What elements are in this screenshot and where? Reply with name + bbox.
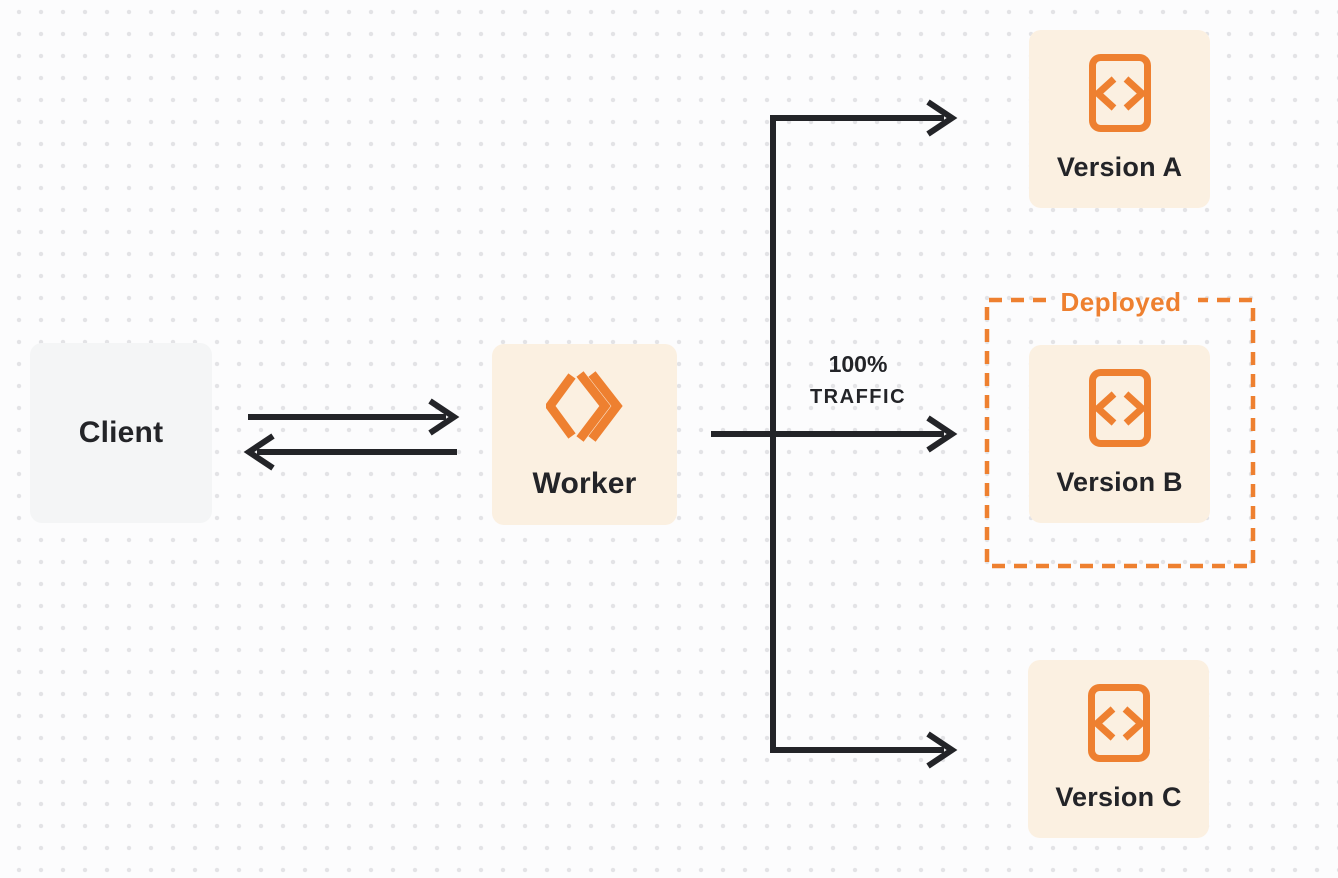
traffic-annotation: 100% TRAFFIC xyxy=(778,351,938,410)
worker-node: Worker xyxy=(492,344,677,525)
deployed-badge-label: Deployed xyxy=(1060,287,1182,317)
version-a-node: Version A xyxy=(1029,30,1210,208)
worker-to-client-arrow xyxy=(243,433,457,471)
code-file-icon xyxy=(1087,684,1150,762)
worker-to-version-b-arrow xyxy=(711,415,958,453)
version-c-label: Version C xyxy=(1055,782,1182,812)
client-label: Client xyxy=(78,416,164,449)
client-node: Client xyxy=(30,343,212,523)
branch-to-version-a-arrow xyxy=(770,99,958,137)
worker-label: Worker xyxy=(532,467,637,500)
deployed-dashed-border xyxy=(984,297,1256,569)
traffic-word-text: TRAFFIC xyxy=(809,386,907,408)
client-to-worker-arrow xyxy=(248,398,460,436)
code-file-icon xyxy=(1088,369,1151,447)
worker-double-chevron-icon xyxy=(545,371,623,442)
version-b-label: Version B xyxy=(1056,467,1183,497)
branch-to-version-c-arrow xyxy=(770,731,958,769)
version-a-label: Version A xyxy=(1056,152,1183,182)
version-b-node: Version B xyxy=(1029,345,1210,523)
version-c-node: Version C xyxy=(1028,660,1209,838)
code-file-icon xyxy=(1088,54,1151,132)
traffic-percent-text: 100% xyxy=(828,351,888,377)
